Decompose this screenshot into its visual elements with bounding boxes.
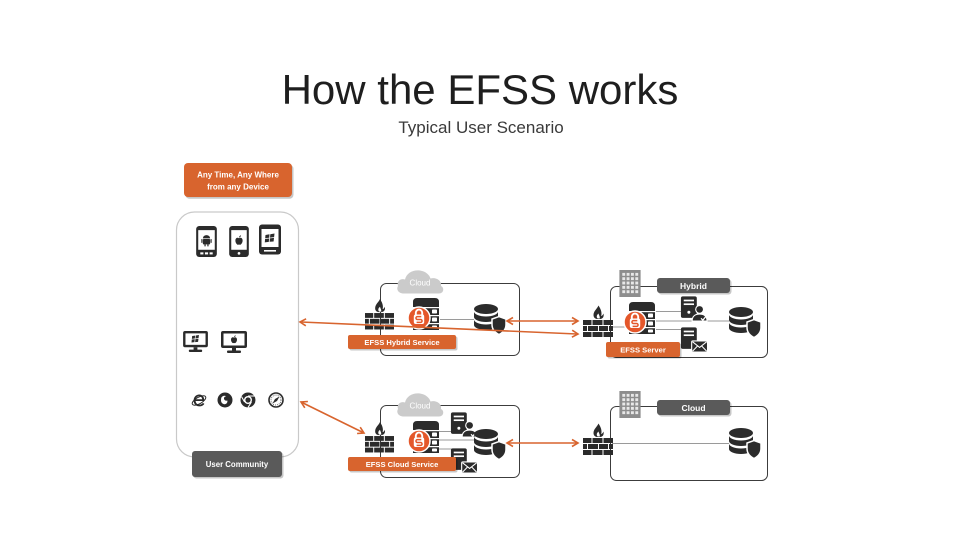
efss-server-label: EFSS Server [620,346,666,355]
device-banner-line1: Any Time, Any Where [197,171,279,180]
arrowhead [298,318,307,327]
windows-phone-icon [259,224,281,255]
safari-icon [268,392,284,408]
arrow-shaft [301,401,364,434]
hybrid-service-group: Cloud EFSS Hybrid Service [348,270,520,356]
arrowhead [571,438,580,448]
user-community-tag [192,451,282,477]
page-title: How the EFSS works [282,66,679,113]
arrow-hybrid-db-to-hybrid-site [505,316,580,326]
android-phone-icon [196,226,217,257]
hybrid-service-label: EFSS Hybrid Service [364,338,439,347]
cloud-service-label: EFSS Cloud Service [366,460,439,469]
device-banner [184,163,292,197]
arrow-browsers-to-cloud-service [299,400,366,435]
hybrid-tab-label: Hybrid [680,281,707,291]
hybrid-site-group: Hybrid EFSS Server [583,270,768,359]
device-banner-line2: from any Device [207,183,269,192]
hybrid-tab [657,278,730,293]
cloud-service-cloud-label: Cloud [410,402,431,411]
apple-phone-icon [229,226,249,257]
firewall-icon [583,423,613,455]
chrome-icon [240,392,256,408]
efss-server-tag [606,342,680,357]
arrowhead [571,329,580,338]
firefox-icon [217,392,233,408]
user-community-group: Any Time, Any Where from any Device User… [175,163,300,479]
user-community-label: User Community [206,460,269,469]
cloud-service-group: Cloud EFSS Cloud Service [348,393,520,478]
arrow-cloud-db-to-cloud-site [505,438,580,448]
hybrid-service-tag [348,335,456,349]
building-icon [619,391,641,418]
cloud-tab-label: Cloud [681,403,705,413]
arrowhead [357,426,366,435]
firewall-icon [583,305,613,337]
cloud-tab [657,400,730,415]
building-icon [619,270,641,297]
arrowhead [571,316,580,326]
page-subtitle: Typical User Scenario [398,118,563,137]
arrowhead [505,438,514,448]
cloud-service-tag [348,457,456,471]
arrow-devices-to-hybrid-site [298,318,580,338]
cloud-site-group: Cloud [583,391,768,481]
arrowhead [299,400,308,409]
arrowhead [505,316,514,326]
arrow-shaft [300,321,578,335]
hybrid-service-cloud-label: Cloud [410,279,431,288]
